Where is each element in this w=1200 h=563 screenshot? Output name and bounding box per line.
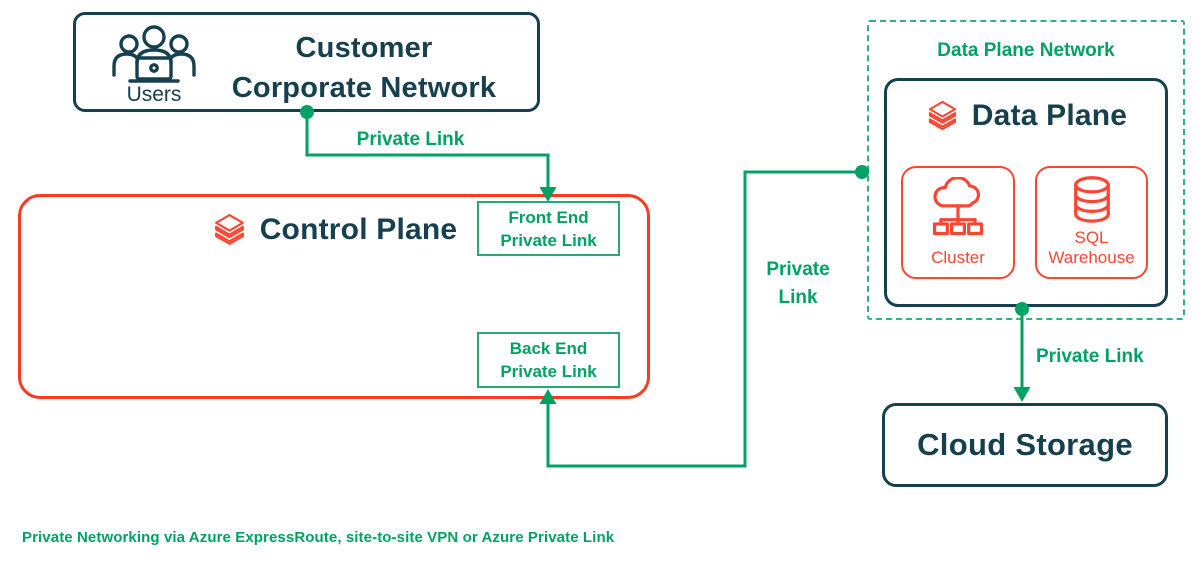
data-plane-title: Data Plane	[971, 99, 1128, 132]
control-plane-header: Control Plane	[21, 213, 647, 247]
users-group: Users	[104, 25, 204, 107]
data-plane-header: Data Plane	[887, 99, 1165, 133]
private-link-label-storage: Private Link	[1036, 346, 1144, 367]
users-icon	[112, 25, 196, 83]
cloud-storage-box: Cloud Storage	[882, 403, 1168, 487]
customer-network-title: Customer Corporate Network	[231, 32, 497, 104]
front-end-private-link-box: Front End Private Link	[477, 201, 620, 256]
cluster-box: Cluster	[901, 166, 1015, 279]
cluster-label: Cluster	[931, 248, 985, 267]
cloud-storage-title: Cloud Storage	[917, 427, 1133, 462]
control-plane-title: Control Plane	[259, 213, 458, 246]
diagram-caption: Private Networking via Azure ExpressRout…	[22, 529, 615, 546]
databricks-logo-icon	[214, 214, 244, 245]
sql-warehouse-box: SQL Warehouse	[1035, 166, 1148, 279]
databricks-logo-icon	[928, 100, 956, 131]
cluster-icon	[932, 177, 984, 236]
back-end-private-link-box: Back End Private Link	[477, 332, 620, 388]
sql-warehouse-icon	[1073, 176, 1110, 223]
arrowhead-down-icon	[1013, 387, 1031, 402]
sql-warehouse-label: SQL Warehouse	[1048, 228, 1135, 267]
private-link-label-front-end: Private Link	[356, 129, 465, 150]
data-plane-box: Data Plane Cluster	[884, 78, 1168, 307]
private-link-label-back-end: Private Link	[766, 259, 830, 308]
data-plane-network-title: Data Plane Network	[937, 40, 1115, 61]
customer-corporate-network-box: Users Customer Corporate Network	[73, 12, 540, 112]
users-label: Users	[126, 83, 182, 106]
